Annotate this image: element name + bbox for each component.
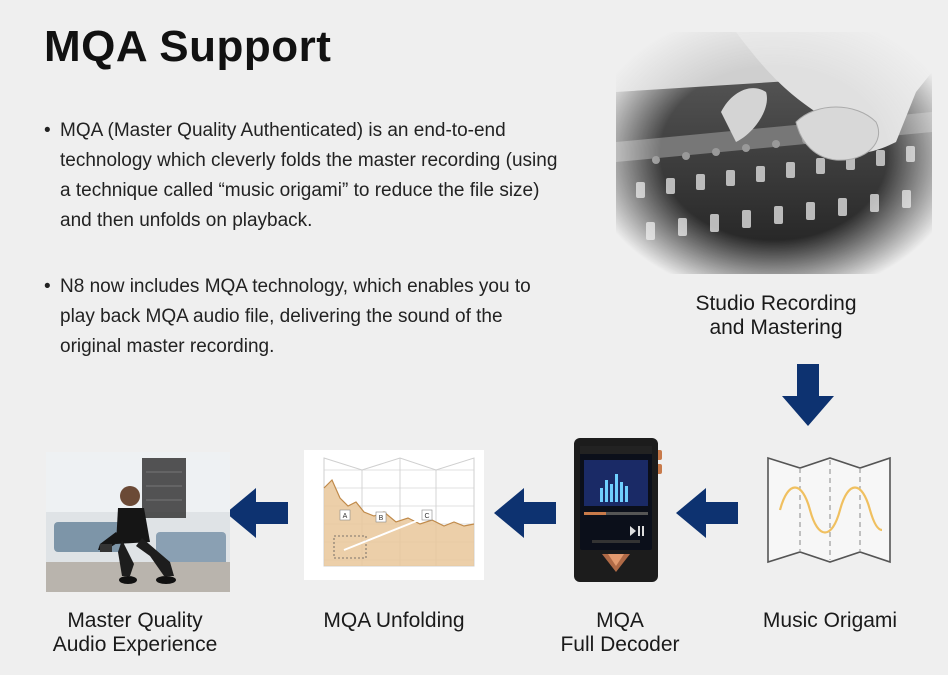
bullet-mqa-definition: • MQA (Master Quality Authenticated) is … (44, 116, 564, 236)
listener-experience-photo (46, 452, 230, 592)
bullet-text: MQA (Master Quality Authenticated) is an… (60, 120, 558, 231)
arrow-left-icon (226, 488, 288, 538)
n8-player-device (574, 438, 662, 582)
arrow-left-icon (676, 488, 738, 538)
bullet-marker: • (44, 120, 51, 141)
bullet-n8-mqa: • N8 now includes MQA technology, which … (44, 272, 564, 362)
unfold-label-c: C (424, 513, 429, 520)
page-title: MQA Support (44, 22, 332, 71)
studio-mixing-console-photo (616, 32, 932, 274)
caption-line: MQA (596, 609, 644, 632)
caption-line: Music Origami (762, 609, 898, 632)
mqa-unfolding-caption: MQA Unfolding (294, 609, 494, 633)
arrow-left-icon (494, 488, 556, 538)
unfold-label-b: B (379, 515, 384, 522)
unfold-label-a: A (343, 513, 348, 520)
music-origami-illustration (767, 456, 891, 564)
caption-line: Audio Experience (52, 633, 218, 656)
bullet-text: N8 now includes MQA technology, which en… (60, 276, 531, 357)
studio-recording-caption: Studio Recording and Mastering (666, 292, 886, 340)
caption-line: Full Decoder (560, 633, 680, 656)
caption-line: and Mastering (709, 316, 843, 339)
caption-line: Master Quality (67, 609, 203, 632)
audio-experience-caption: Master Quality Audio Experience (30, 609, 240, 657)
caption-line: MQA Unfolding (323, 609, 465, 632)
bullet-marker: • (44, 276, 51, 297)
music-origami-caption: Music Origami (740, 609, 920, 633)
mqa-unfolding-chart: A B C (304, 450, 484, 580)
arrow-down-icon (782, 364, 834, 426)
caption-line: Studio Recording (695, 292, 857, 315)
mqa-decoder-caption: MQA Full Decoder (530, 609, 710, 657)
